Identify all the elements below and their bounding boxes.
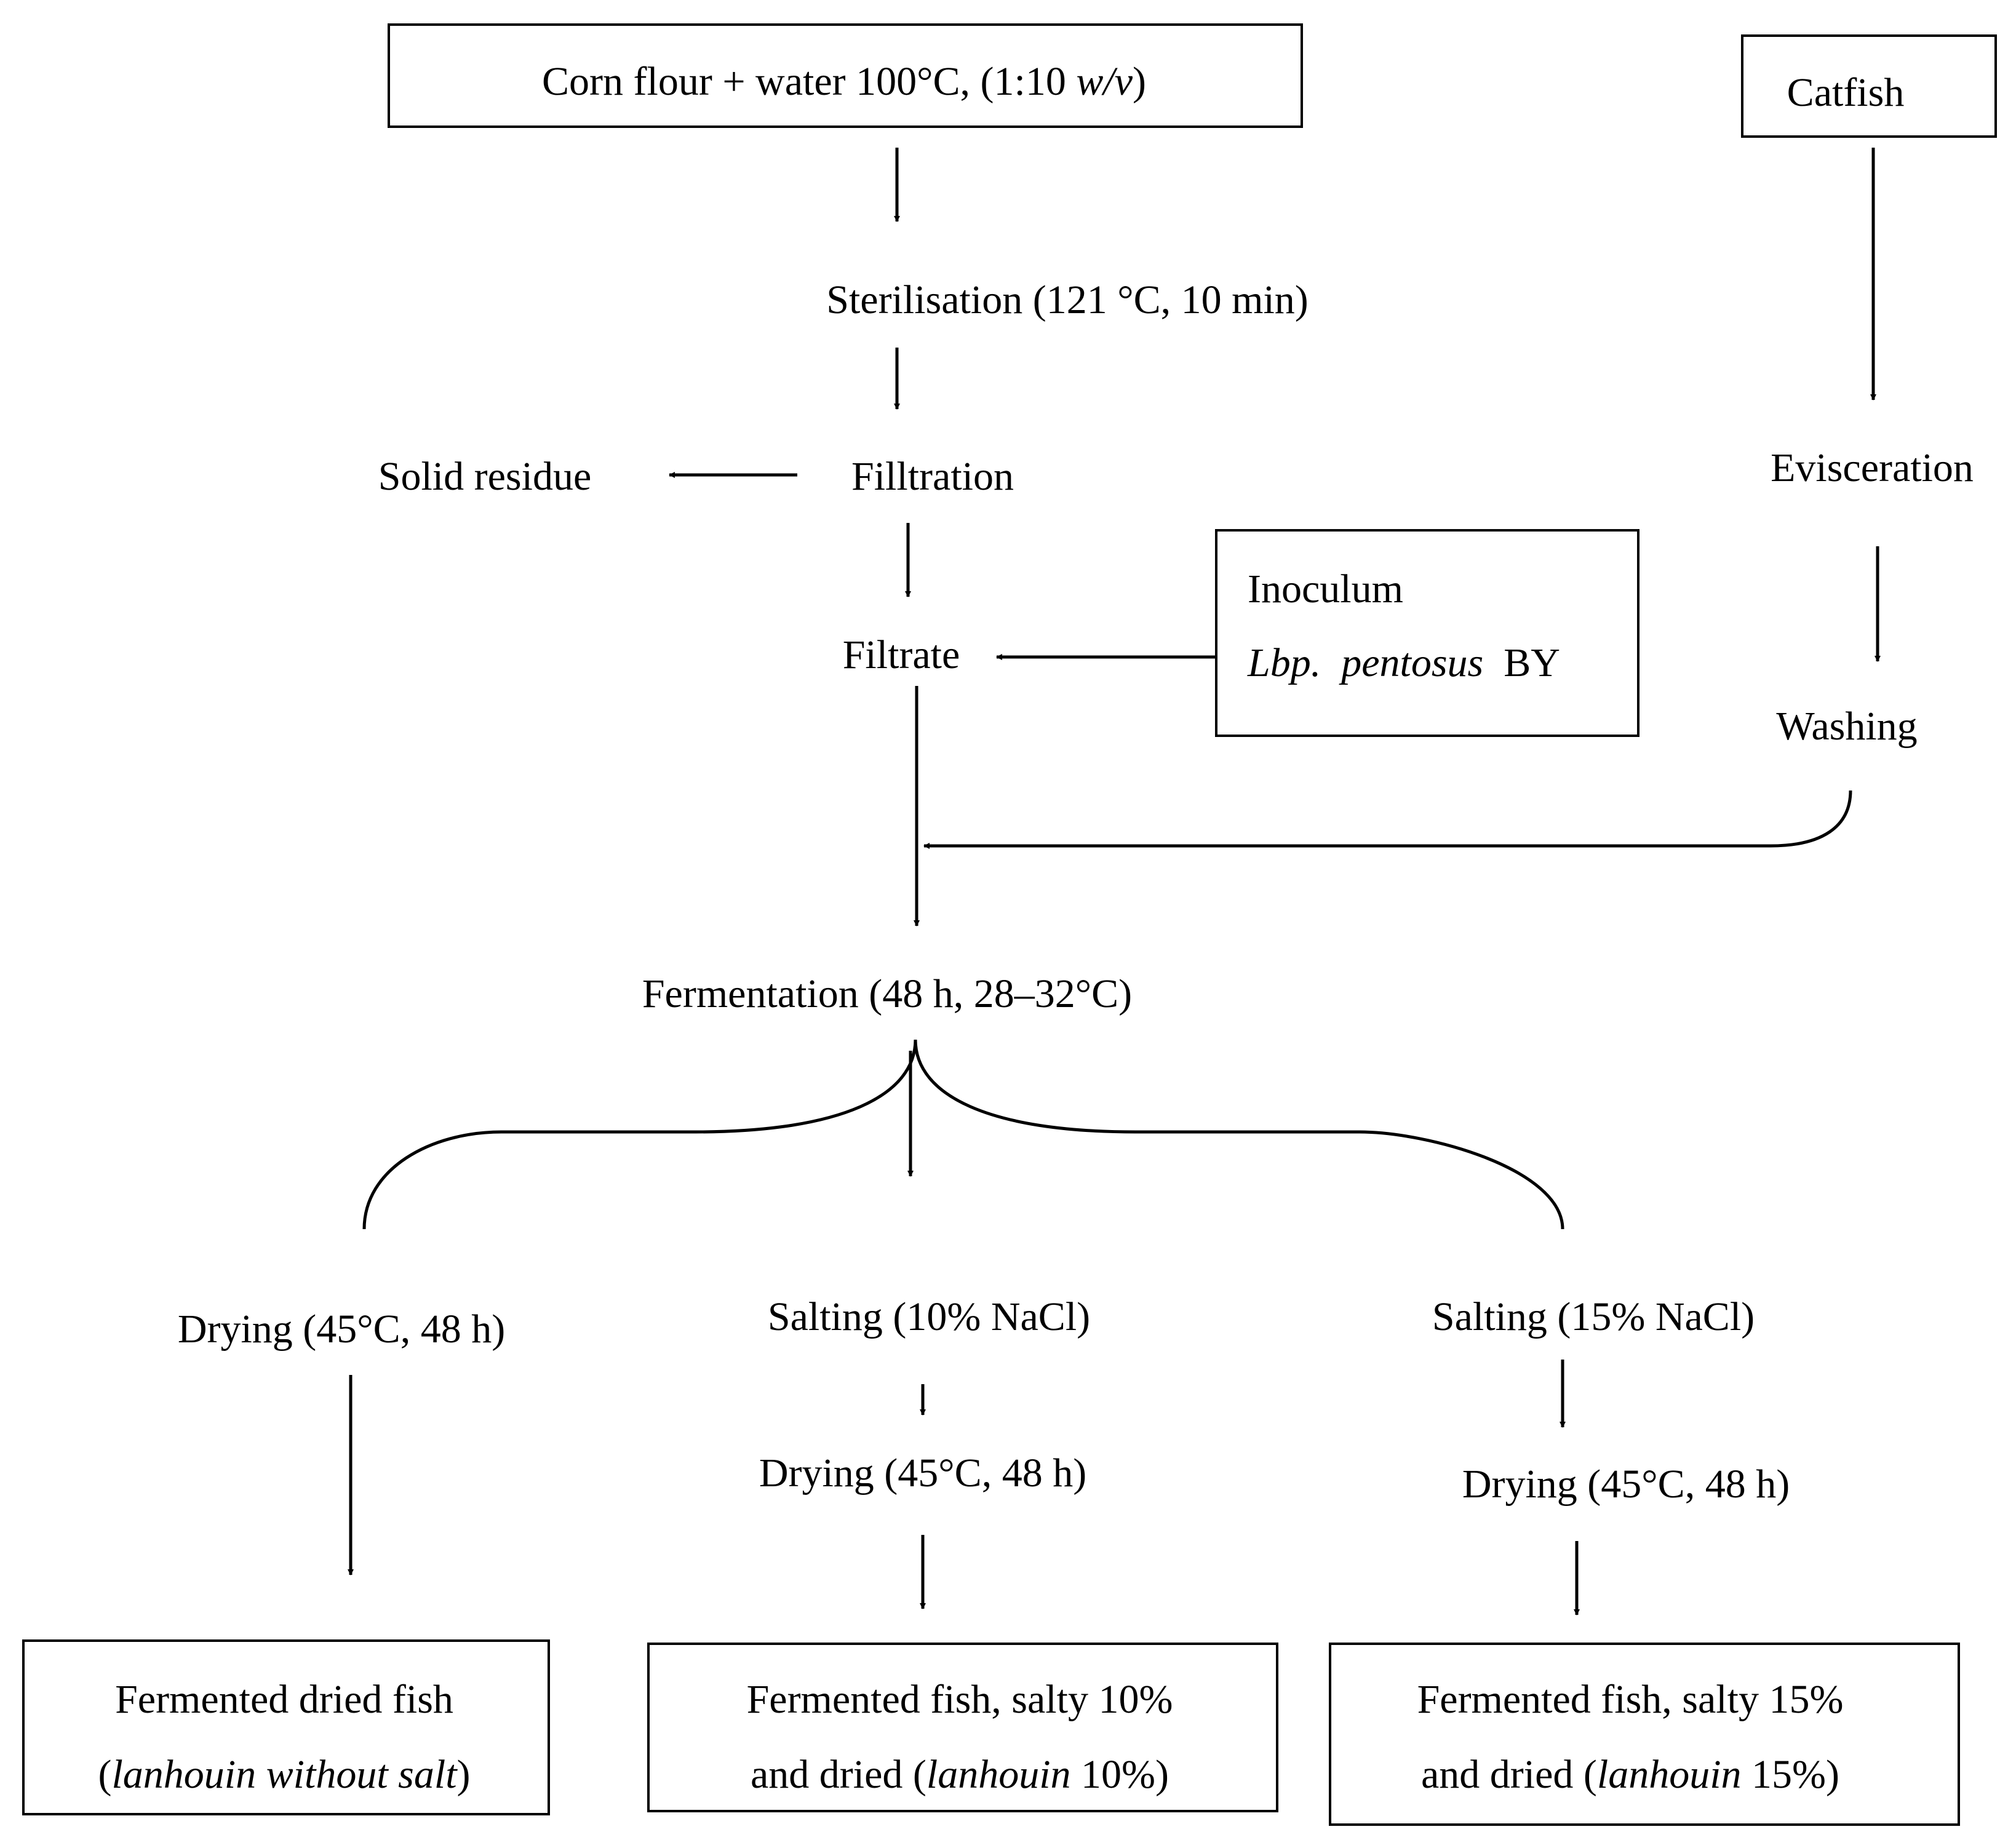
- filtration-label: Filltration: [851, 454, 1014, 499]
- product-15-box: [1329, 1643, 1960, 1826]
- brace-split-right: [914, 1039, 1564, 1230]
- sterilisation-label: Sterilisation (121 °C, 10 min): [826, 277, 1309, 322]
- salting-15-label: Salting (15% NaCl): [1432, 1294, 1755, 1339]
- product-10-line2: and dried (lanhouin 10%): [750, 1752, 1169, 1797]
- inoculum-title: Inoculum: [1248, 567, 1403, 611]
- product-15-line2: and dried (lanhouin 15%): [1420, 1752, 1840, 1797]
- drying-15-label: Drying (45°C, 48 h): [1462, 1462, 1790, 1507]
- inoculum-species: Lbp. pentosus BY: [1248, 640, 1560, 685]
- catfish-label: Catfish: [1787, 70, 1905, 115]
- product-no-salt-line2: (lanhouin without salt): [98, 1752, 471, 1797]
- product-no-salt-line1: Fermented dried fish: [115, 1677, 453, 1722]
- inoculum-box: [1215, 529, 1639, 737]
- corn-flour-label: Corn flour + water 100°C, (1:10 w/v): [542, 59, 1146, 104]
- product-10-box: [647, 1643, 1278, 1812]
- filtrate-label: Filtrate: [842, 632, 960, 677]
- drying-left-label: Drying (45°C, 48 h): [177, 1307, 506, 1352]
- curve-washing-return: [1770, 790, 1852, 848]
- solid-residue-label: Solid residue: [378, 454, 592, 499]
- evisceration-label: Evisceration: [1771, 445, 1974, 490]
- brace-split: [362, 1039, 917, 1230]
- product-10-line1: Fermented fish, salty 10%: [746, 1677, 1173, 1722]
- drying-10-label: Drying (45°C, 48 h): [759, 1451, 1087, 1496]
- salting-10-label: Salting (10% NaCl): [767, 1294, 1091, 1339]
- corn-flour-box: [388, 23, 1303, 128]
- product-no-salt-box: [22, 1639, 550, 1815]
- product-15-line1: Fermented fish, salty 15%: [1417, 1677, 1844, 1722]
- fermentation-label: Fermentation (48 h, 28–32°C): [642, 971, 1133, 1016]
- washing-label: Washing: [1776, 704, 1918, 749]
- catfish-box: [1741, 34, 1997, 138]
